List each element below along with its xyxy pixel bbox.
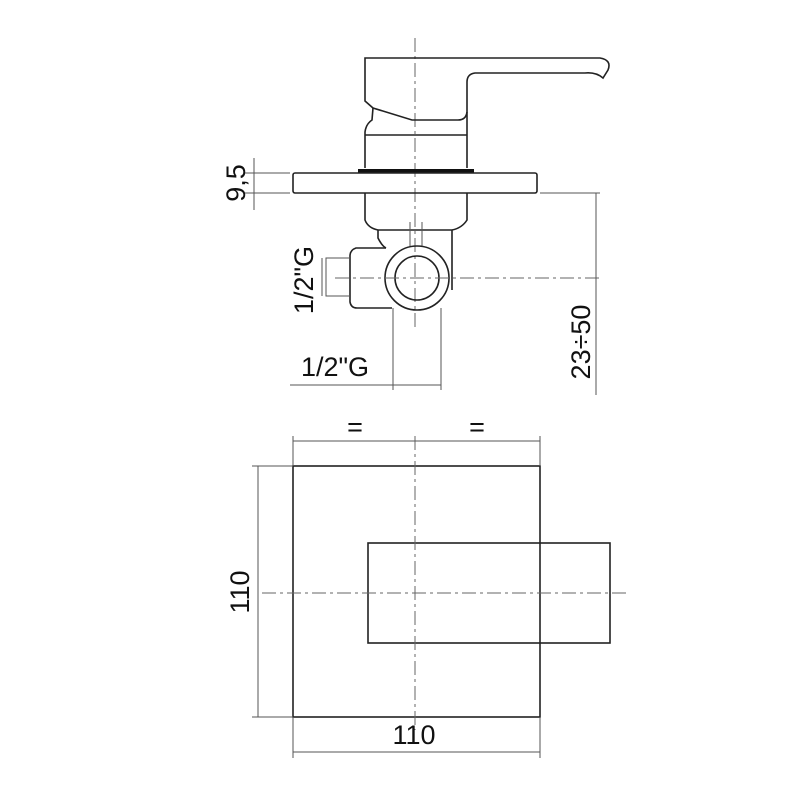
width-label: 110 (392, 720, 435, 750)
valve-body (364, 193, 468, 290)
lever-handle (364, 57, 610, 121)
bottom-inlet-label: 1/2"G (301, 352, 369, 382)
side-inlet (349, 247, 392, 309)
plate-thickness-label: 9,5 (221, 164, 251, 202)
depth-range-label: 23÷50 (566, 305, 596, 380)
equal-right-label: = (469, 412, 485, 442)
dimension-equal: = = (292, 412, 541, 466)
dimension-side-inlet: 1/2"G (289, 246, 323, 314)
side-inlet-label: 1/2"G (289, 246, 319, 314)
dimension-width: 110 (292, 717, 541, 758)
dimension-height: 110 (225, 465, 293, 718)
dimension-depth: 23÷50 (540, 192, 600, 395)
cover-plate (292, 172, 538, 194)
side-view: 9,5 1/2"G 1/2"G 23÷50 (221, 38, 610, 395)
front-plate (292, 465, 541, 718)
height-label: 110 (225, 570, 255, 613)
side-inlet-thread (325, 257, 350, 297)
front-view: = = 110 110 (225, 412, 628, 758)
dimension-bottom-inlet: 1/2"G (290, 308, 442, 390)
dimension-plate-thickness: 9,5 (221, 158, 290, 210)
equal-left-label: = (347, 412, 363, 442)
cartridge-body (364, 107, 468, 168)
